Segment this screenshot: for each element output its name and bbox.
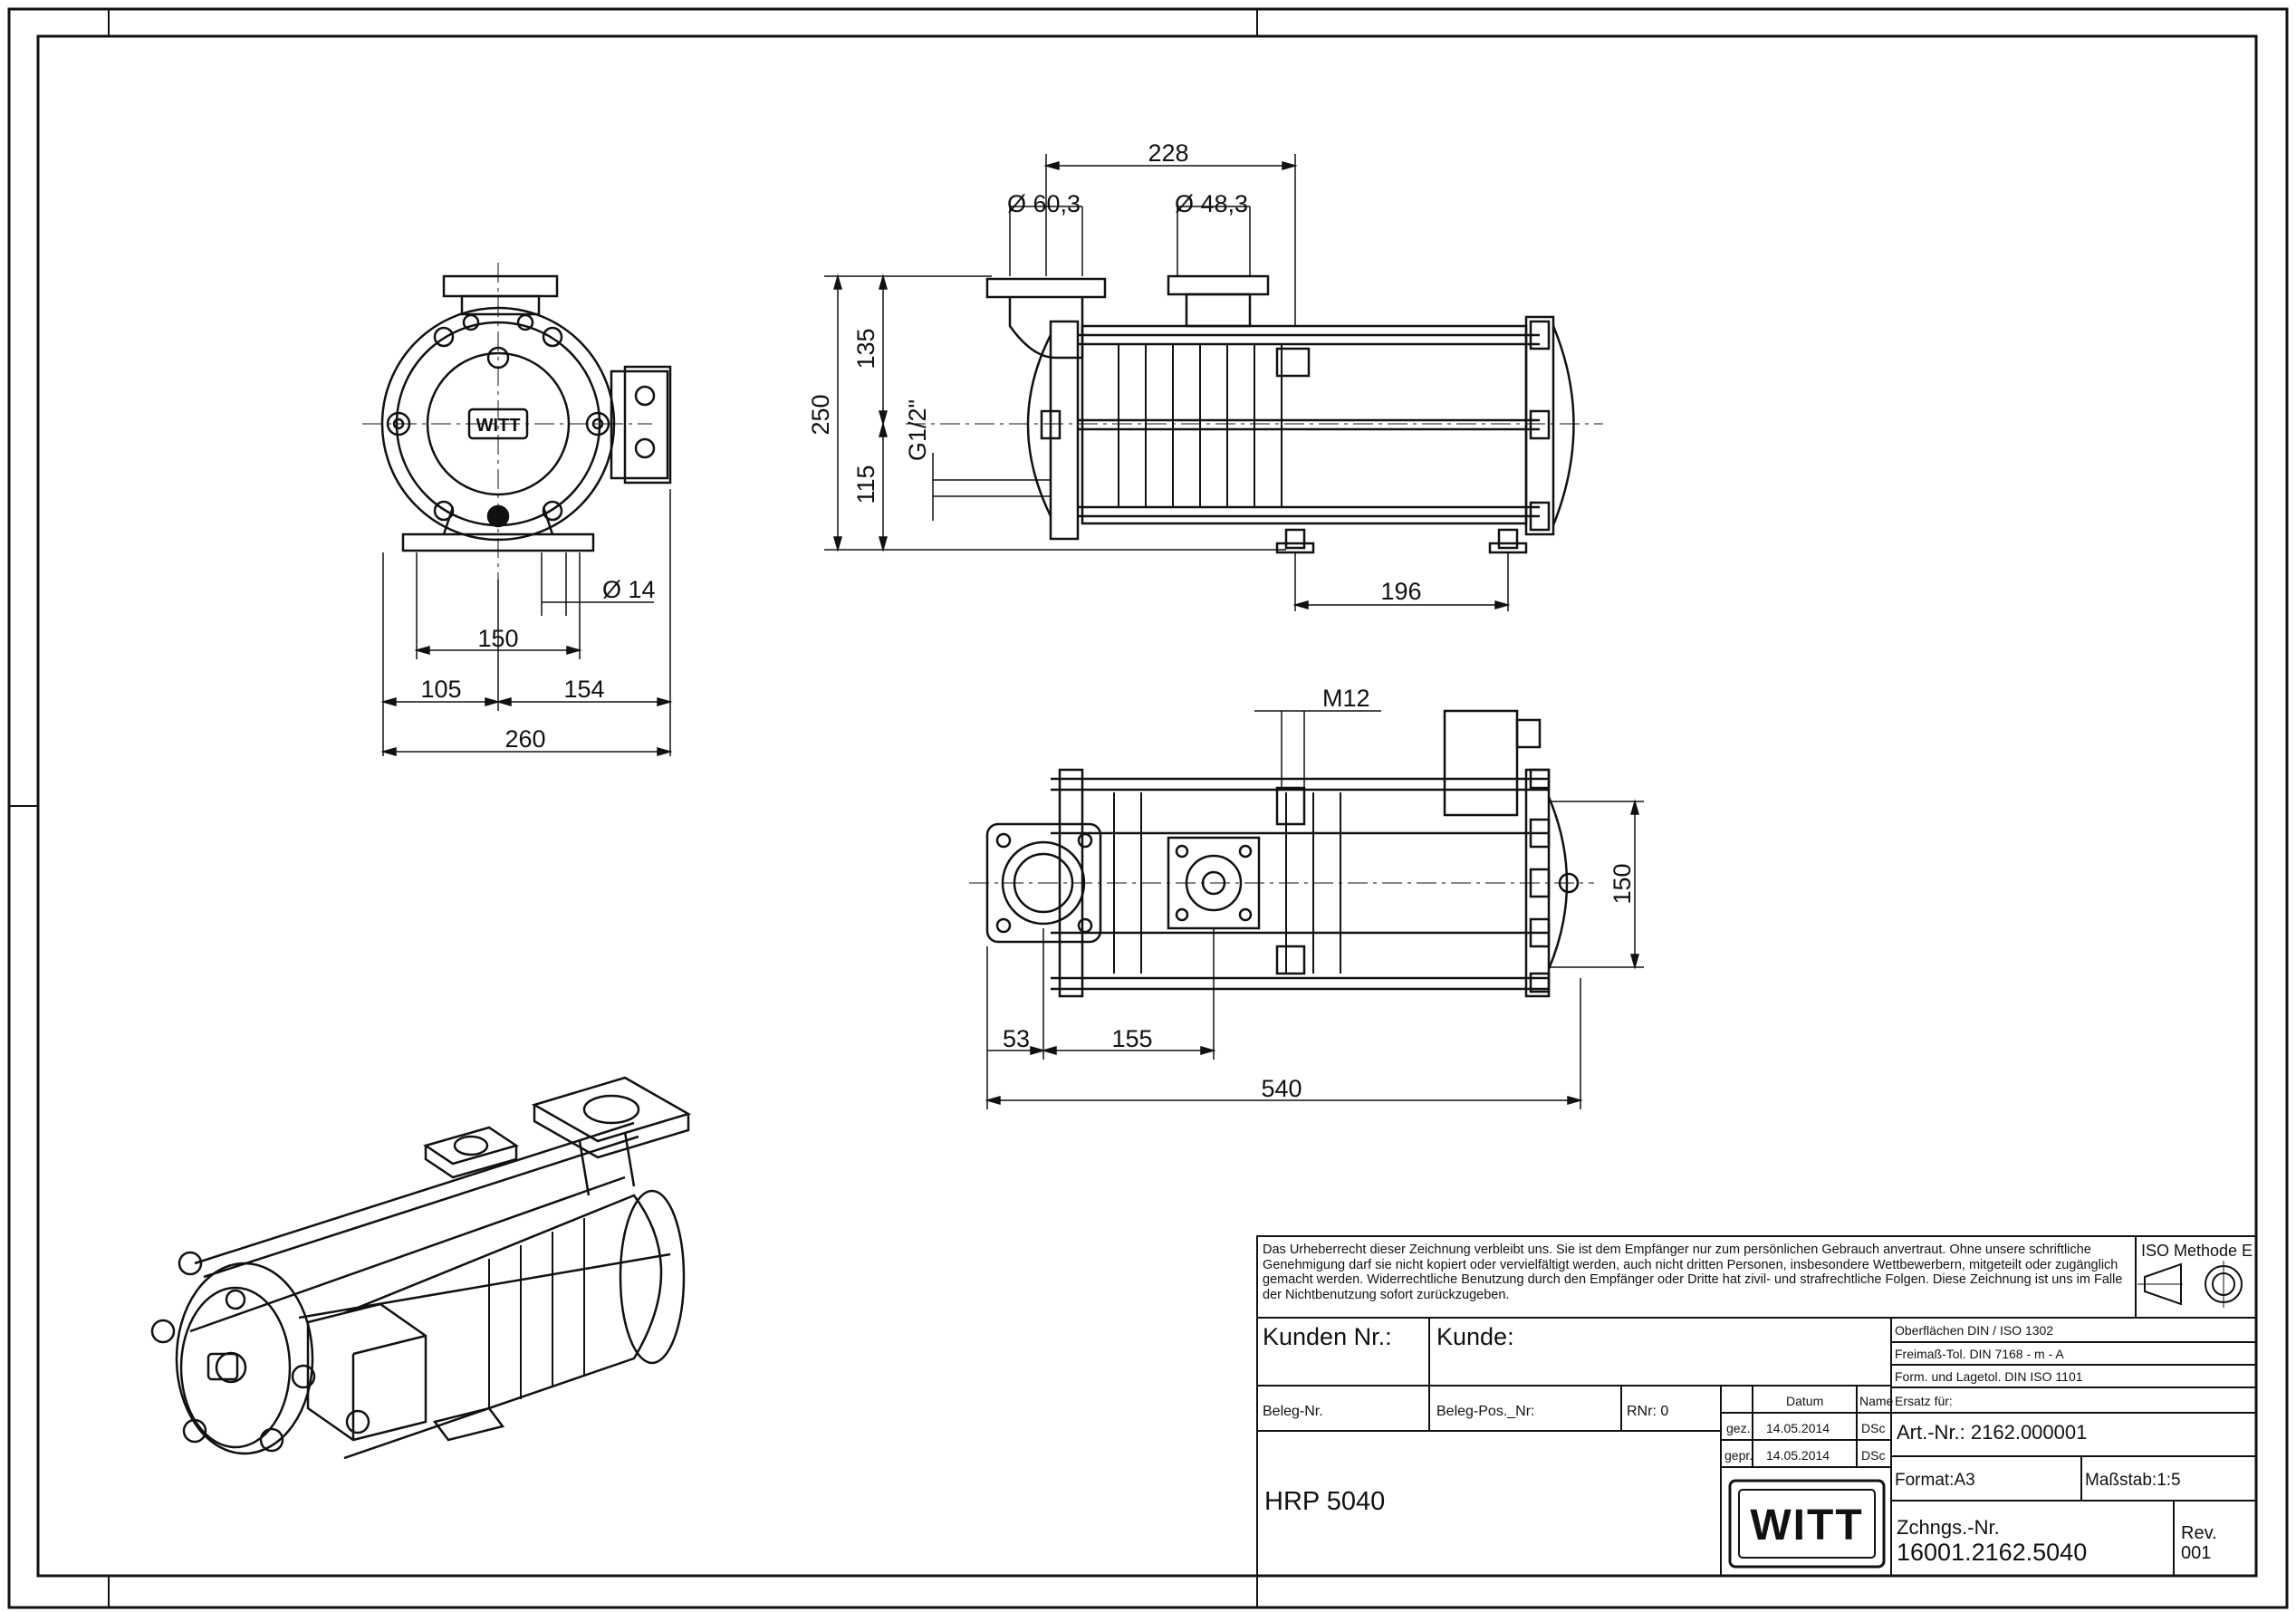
- front-view-dimensions: [380, 489, 673, 756]
- beleg-nr-label: Beleg-Nr.: [1263, 1404, 1323, 1419]
- drawing-number-label: Zchngs.-Nr.: [1897, 1516, 2000, 1539]
- dim-thread-g1-2: G1/2": [904, 399, 931, 461]
- format-field: Format:A3: [1895, 1471, 1975, 1490]
- ersatz-label: Ersatz für:: [1895, 1394, 1953, 1408]
- datum-header: Datum: [1786, 1394, 1824, 1408]
- isometric-view: [150, 1076, 692, 1460]
- title-block: [1256, 1235, 2257, 1577]
- dim-105: 105: [420, 676, 461, 703]
- side-view: [906, 274, 1603, 554]
- scale-field: Maßstab:1:5: [2085, 1471, 2181, 1490]
- witt-logo: [1728, 1479, 1886, 1569]
- dim-53: 53: [1003, 1025, 1030, 1052]
- front-view: WITT: [362, 263, 672, 580]
- witt-logo-text: WITT: [1750, 1502, 1863, 1550]
- surface-standard: Oberflächen DIN / ISO 1302: [1895, 1323, 2054, 1338]
- dim-m12: M12: [1322, 685, 1370, 712]
- kunde-label: Kunde:: [1436, 1323, 1514, 1350]
- dim-260: 260: [504, 725, 545, 753]
- beleg-pos-label: Beleg-Pos._Nr:: [1436, 1404, 1535, 1419]
- dim-196: 196: [1380, 578, 1421, 605]
- gez-date: 14.05.2014: [1766, 1421, 1830, 1435]
- bolt-holes: [386, 313, 610, 528]
- dim-250: 250: [807, 394, 834, 435]
- name-header: Name: [1859, 1394, 1894, 1408]
- dim-diameter-48-3: Ø 48,3: [1175, 190, 1248, 217]
- dim-155: 155: [1111, 1025, 1152, 1052]
- side-view-dimensions: [824, 154, 1511, 611]
- form-tolerance-standard: Form. und Lagetol. DIN ISO 1101: [1895, 1369, 2083, 1384]
- gepr-name: DSc: [1861, 1448, 1886, 1463]
- drawing-number: 16001.2162.5040: [1897, 1539, 2088, 1566]
- kunden-nr-label: Kunden Nr.:: [1263, 1323, 1392, 1350]
- front-logo: WITT: [476, 416, 521, 436]
- top-view-dimensions: [985, 710, 1644, 1109]
- inner-border: [36, 34, 2258, 1578]
- gez-label: gez.: [1726, 1421, 1751, 1435]
- gepr-label: gepr.: [1724, 1448, 1753, 1463]
- dim-115: 115: [852, 465, 879, 504]
- drawing-title: HRP 5040: [1264, 1487, 1386, 1516]
- dim-150-width: 150: [1609, 863, 1636, 904]
- free-tolerance-standard: Freimaß-Tol. DIN 7168 - m - A: [1895, 1347, 2064, 1361]
- dim-150-foot: 150: [477, 625, 518, 652]
- dim-154: 154: [563, 676, 604, 703]
- revision-label: Rev.: [2181, 1523, 2217, 1543]
- gepr-date: 14.05.2014: [1766, 1448, 1830, 1463]
- dim-135: 135: [852, 328, 879, 369]
- outer-border: [7, 7, 2289, 1609]
- projection-symbol-icon: [2137, 1261, 2243, 1308]
- rnr-label: RNr: 0: [1627, 1404, 1669, 1419]
- dim-diameter-14: Ø 14: [602, 576, 656, 603]
- article-number: Art.-Nr.: 2162.000001: [1897, 1421, 2088, 1444]
- gez-name: DSc: [1861, 1421, 1886, 1435]
- dim-228: 228: [1148, 139, 1188, 167]
- copyright-notice: Das Urheberrecht dieser Zeichnung verble…: [1263, 1243, 2123, 1303]
- dim-540: 540: [1261, 1075, 1302, 1102]
- revision-value: 001: [2181, 1543, 2212, 1563]
- iso-method-label: ISO Methode E: [2141, 1242, 2253, 1260]
- dim-diameter-60-3: Ø 60,3: [1007, 190, 1081, 217]
